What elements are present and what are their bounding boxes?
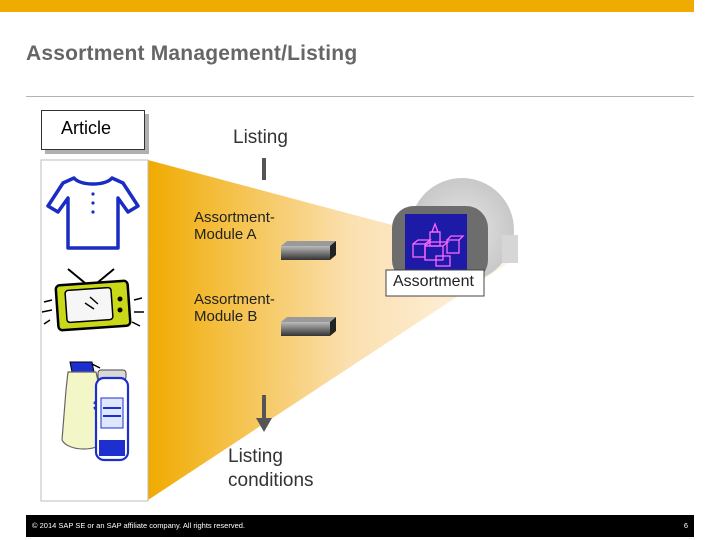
listing-label: Listing — [233, 127, 288, 148]
copyright-text: © 2014 SAP SE or an SAP affiliate compan… — [32, 521, 246, 530]
slide-title: Assortment Management/Listing — [26, 42, 358, 65]
assortment-label-box — [385, 269, 485, 297]
cleaning-bottles-icon: ✱ — [61, 361, 130, 462]
assortment-label: Assortment — [393, 273, 474, 290]
footer-bar: © 2014 SAP SE or an SAP affiliate compan… — [26, 515, 694, 537]
assortment-object — [385, 178, 518, 297]
module-b-bar — [281, 317, 336, 336]
top-accent-bar — [0, 0, 694, 12]
page-number: 6 — [683, 521, 688, 530]
article-label: Article — [61, 118, 112, 138]
module-b-label: Assortment-Module B — [194, 291, 275, 325]
module-a-label: Assortment-Module A — [194, 209, 275, 243]
listing-arrowhead — [256, 418, 272, 432]
title-divider — [26, 96, 694, 97]
television-icon — [41, 268, 144, 332]
module-a-bar — [281, 241, 336, 260]
buildings-icon — [412, 222, 465, 267]
shirt-icon — [46, 176, 140, 250]
listing-conditions-label: Listing conditions — [228, 446, 314, 491]
article-box — [41, 110, 145, 150]
